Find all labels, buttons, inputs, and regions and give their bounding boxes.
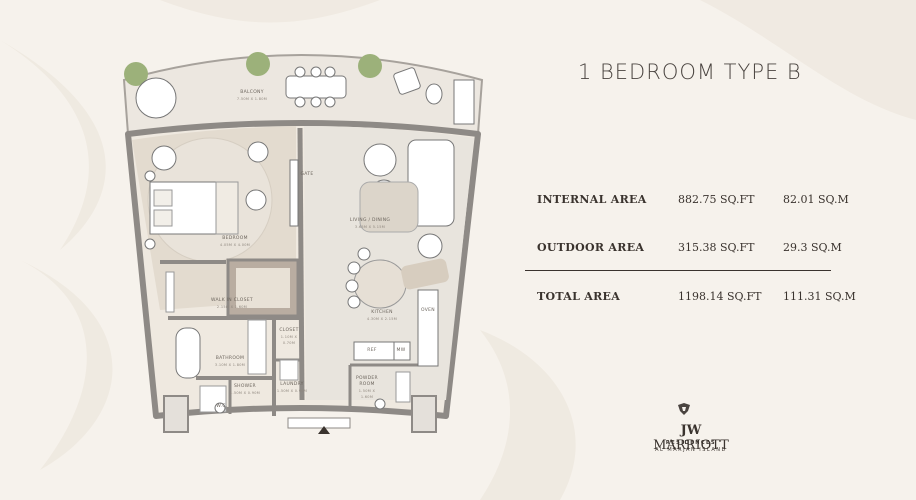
table-divider: [525, 270, 831, 271]
entry-arrow: [318, 426, 330, 434]
gate-label: GATE: [300, 172, 314, 177]
area-name: OUTDOOR AREA: [537, 241, 645, 254]
wc-label: W.C.: [216, 404, 228, 409]
area-sqm: 82.01 SQ.M: [783, 193, 849, 206]
bathtub: [175, 327, 201, 379]
area-name: TOTAL AREA: [537, 290, 621, 303]
area-sqft: 315.38 SQ.FT: [678, 241, 755, 254]
area-sqft: 882.75 SQ.FT: [678, 193, 755, 206]
dining-table: [353, 259, 407, 309]
area-sqm: 111.31 SQ.M: [783, 290, 856, 303]
jw-marriott-logo-icon: [678, 403, 690, 415]
mw-unit: [393, 341, 411, 361]
balcony-plant: [124, 62, 148, 86]
brand-subtitle: RESIDENCES AL MARJAN ISLAND: [655, 440, 727, 453]
unit-title: 1 BEDROOM TYPE B: [578, 60, 802, 84]
area-sqm: 29.3 SQ.M: [783, 241, 842, 254]
balcony-plant: [358, 54, 382, 78]
oven-label: OVEN: [421, 308, 435, 313]
area-sqft: 1198.14 SQ.FT: [678, 290, 762, 303]
ref-label: REF: [367, 348, 377, 353]
mw-label: MW: [396, 348, 406, 353]
area-name: INTERNAL AREA: [537, 193, 647, 206]
balcony-plant: [246, 52, 270, 76]
brand-name: JW MARRIOTT: [653, 423, 729, 453]
